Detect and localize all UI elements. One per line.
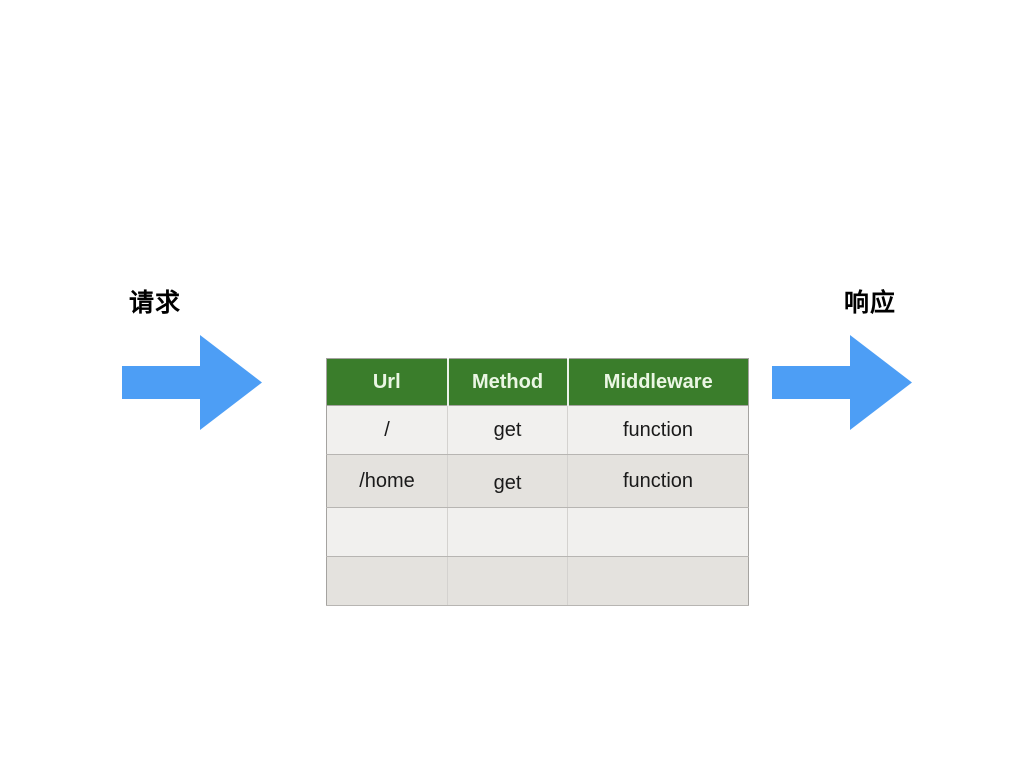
table-row: /home get function (326, 454, 749, 508)
cell-middleware (567, 507, 749, 557)
cell-method (447, 507, 568, 557)
cell-middleware: function (567, 454, 749, 508)
table-header-row: Url Method Middleware (326, 358, 749, 406)
cell-middleware: function (567, 405, 749, 455)
cell-url: / (326, 405, 448, 455)
column-header-middleware: Middleware (567, 358, 749, 406)
cell-method (447, 556, 568, 606)
table-row (326, 556, 749, 606)
request-arrow-right-icon (122, 335, 262, 430)
table-row (326, 507, 749, 557)
response-arrow-right-icon (772, 335, 912, 430)
cell-middleware (567, 556, 749, 606)
request-label: 请求 (129, 289, 182, 317)
cell-url: /home (326, 454, 448, 508)
cell-url (326, 507, 448, 557)
column-header-method: Method (447, 358, 569, 406)
column-header-url: Url (326, 358, 449, 406)
routes-table: Url Method Middleware / get function /ho… (326, 358, 749, 606)
cell-url (326, 556, 448, 606)
table-row: / get function (326, 405, 749, 455)
response-label: 响应 (844, 289, 897, 317)
cell-method: get (447, 454, 568, 508)
cell-method: get (447, 405, 568, 455)
